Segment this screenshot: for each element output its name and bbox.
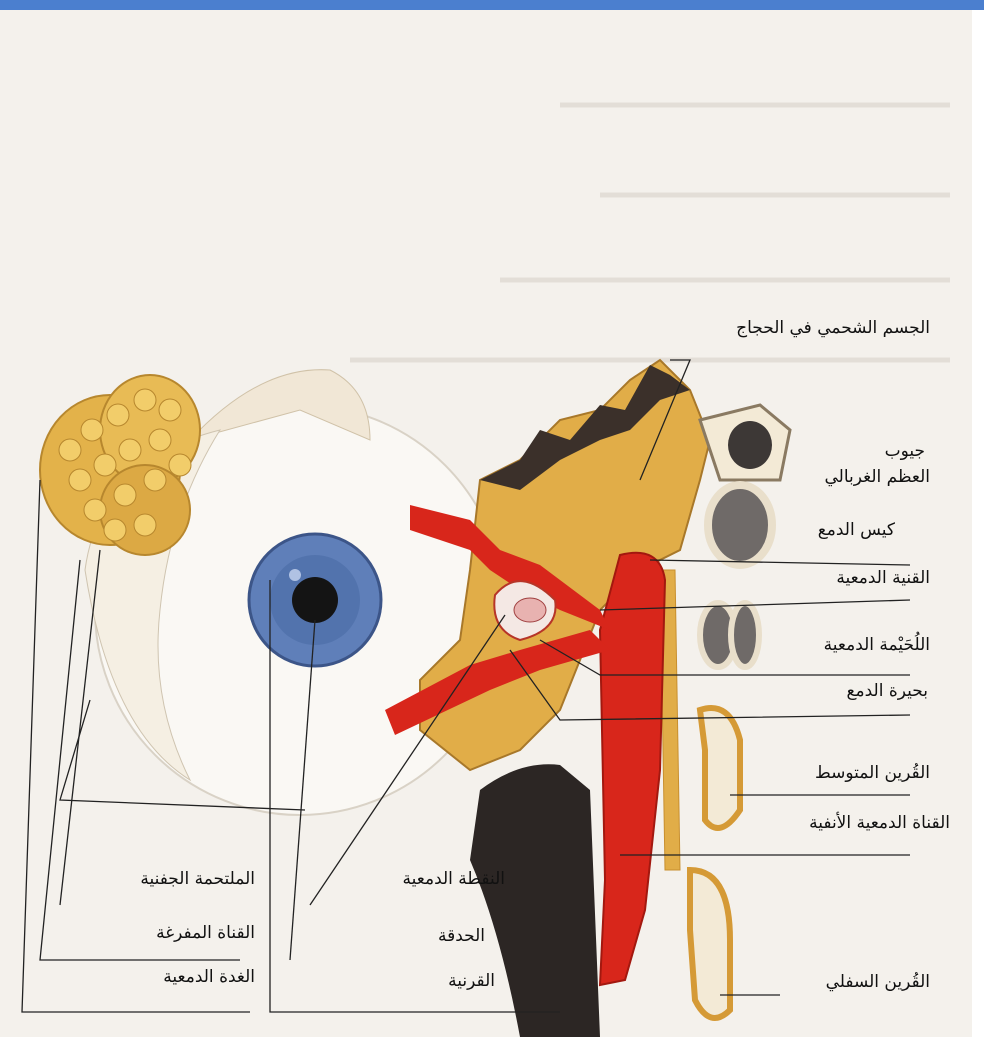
label-lacrimal-sac: كيس الدمع (760, 519, 895, 541)
label-lacrimal-punctum: النقطة الدمعية (320, 868, 505, 890)
cornea-highlight (289, 569, 301, 581)
caruncle-shape (514, 598, 546, 622)
label-caruncle: اللُحَيْمة الدمعية (750, 634, 930, 656)
nasal-bone-dark (470, 764, 600, 1037)
label-excretory-duct: القناة المفرغة (80, 922, 255, 944)
label-orbital-fat: الجسم الشحمي في الحجاج (640, 317, 930, 339)
label-cornea: القرنية (320, 970, 495, 992)
inferior-concha-shape (690, 870, 730, 1018)
label-middle-concha: القُرين المتوسط (760, 762, 930, 784)
label-ethmoid-sinuses-line2: العظم الغربالي (780, 466, 930, 488)
label-canaliculus: القنية الدمعية (760, 567, 930, 589)
label-palpebral-conjunctiva: الملتحمة الجفنية (80, 868, 255, 890)
right-margin (972, 10, 984, 1037)
label-ethmoid-sinuses-line1: جيوب (820, 440, 925, 462)
label-inferior-concha: القُرين السفلي (780, 971, 930, 993)
nasolacrimal-duct (600, 553, 665, 985)
middle-concha-shape (700, 708, 740, 828)
label-lacrimal-lake: بحيرة الدمع (780, 680, 928, 702)
label-lacrimal-gland: الغدة الدمعية (80, 966, 255, 988)
pupil (292, 577, 338, 623)
top-accent-bar (0, 0, 984, 10)
label-pupil: الحدقة (320, 925, 485, 947)
lacrimal-gland-shape (40, 375, 200, 555)
label-nasolacrimal-duct: القناة الدمعية الأنفية (740, 812, 950, 834)
